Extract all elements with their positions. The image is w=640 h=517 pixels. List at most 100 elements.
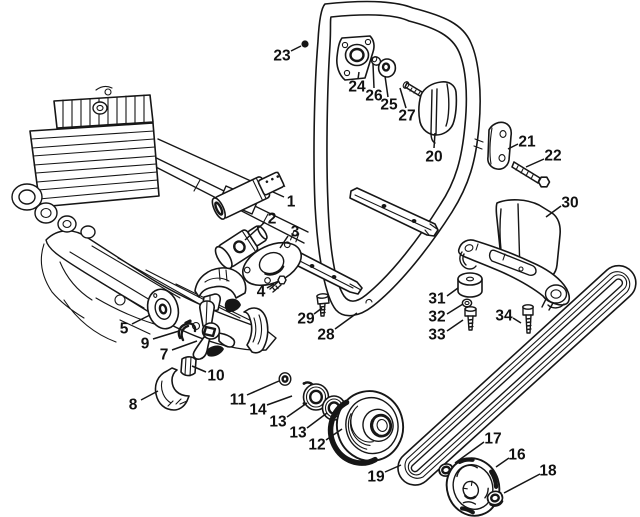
part-34-screw xyxy=(522,304,534,334)
part-label-32: 32 xyxy=(428,309,445,326)
part-label-31: 31 xyxy=(428,291,446,308)
part-label-23: 23 xyxy=(273,48,291,65)
leader-line-8 xyxy=(140,390,159,401)
clutch-shoe-right xyxy=(243,307,269,354)
leader-line-12 xyxy=(325,428,343,441)
part-31-buffer xyxy=(457,272,483,298)
part-label-30: 30 xyxy=(561,195,578,212)
part-label-25: 25 xyxy=(380,97,398,114)
part-label-19: 19 xyxy=(367,469,385,486)
part-16-pulley xyxy=(445,457,501,517)
handle-hole xyxy=(365,298,373,304)
leader-line-30 xyxy=(545,205,562,218)
part-25-nut xyxy=(377,58,397,78)
leader-line-28 xyxy=(334,312,358,330)
leader-line-2 xyxy=(244,221,266,241)
part-label-24: 24 xyxy=(348,79,366,96)
leader-line-4 xyxy=(266,283,275,289)
leader-line-17 xyxy=(454,441,485,464)
part-label-10: 10 xyxy=(207,368,224,385)
part-8-shoe xyxy=(154,367,190,411)
part-24-flange xyxy=(336,35,375,81)
part-label-14: 14 xyxy=(249,402,267,419)
part-label-18: 18 xyxy=(539,463,557,480)
leader-line-22 xyxy=(525,158,545,168)
part-33-screw xyxy=(464,306,477,331)
part-label-20: 20 xyxy=(425,149,442,166)
leader-line-16 xyxy=(495,457,510,468)
part-upper-strap xyxy=(349,187,439,237)
part-label-3: 3 xyxy=(291,224,300,241)
leader-line-34 xyxy=(512,317,522,324)
part-4-screw xyxy=(269,275,287,293)
part-7-spider xyxy=(192,300,236,360)
leader-line-9 xyxy=(152,330,180,340)
part-12-drum xyxy=(327,390,405,466)
leader-line-24 xyxy=(357,71,360,80)
leader-line-19 xyxy=(384,464,402,473)
leader-line-31 xyxy=(446,287,459,297)
part-label-27: 27 xyxy=(398,108,415,125)
leader-line-18 xyxy=(503,473,541,494)
leader-line-1 xyxy=(272,191,285,198)
leader-line-14 xyxy=(266,395,293,406)
part-label-26: 26 xyxy=(365,88,383,105)
part-label-28: 28 xyxy=(317,327,335,344)
leader-line-5 xyxy=(131,314,151,325)
clutch-shoe-upper xyxy=(194,267,247,299)
part-label-11: 11 xyxy=(230,392,247,409)
part-label-13: 13 xyxy=(269,414,287,431)
leader-line-27 xyxy=(399,87,407,109)
part-19-belt xyxy=(397,264,637,486)
part-label-2: 2 xyxy=(268,211,277,228)
leader-line-26 xyxy=(372,63,375,89)
part-label-7: 7 xyxy=(160,347,169,364)
part-11-washer xyxy=(278,372,292,386)
leader-line-11 xyxy=(246,380,280,396)
leader-line-7 xyxy=(171,340,198,351)
part-label-22: 22 xyxy=(544,148,561,165)
part-30-bracket-arm xyxy=(457,239,571,311)
leader-line-33 xyxy=(446,319,464,332)
part-label-9: 9 xyxy=(141,336,150,353)
part-3-bearing-flange xyxy=(242,230,302,287)
part-18-nut xyxy=(486,490,504,507)
part-label-12: 12 xyxy=(308,437,325,454)
part-label-5: 5 xyxy=(120,321,129,338)
part-23-plug xyxy=(301,40,309,48)
part-label-34: 34 xyxy=(495,308,513,325)
part-5-disc xyxy=(146,288,180,330)
leader-line-25 xyxy=(384,75,389,98)
leader-line-13 xyxy=(286,402,308,418)
clutch-damper-upper xyxy=(224,298,241,313)
leader-line-20 xyxy=(433,132,436,149)
part-label-21: 21 xyxy=(518,134,536,151)
part-label-33: 33 xyxy=(428,327,446,344)
leader-line-29 xyxy=(313,307,323,315)
part-1-cylinder xyxy=(211,171,286,220)
leader-line-23 xyxy=(290,45,302,52)
part-label-17: 17 xyxy=(484,431,501,448)
part-label-8: 8 xyxy=(129,397,138,414)
leader-line-21 xyxy=(507,143,519,150)
clutch-damper-lower xyxy=(206,345,224,357)
part-9-spring xyxy=(177,319,197,342)
leader-line-13 xyxy=(306,412,328,429)
part-label-1: 1 xyxy=(287,194,296,211)
part-29-screw xyxy=(316,293,330,317)
handle-tick-marks xyxy=(473,138,484,150)
part-22-bolt xyxy=(511,161,551,188)
part-20-cover xyxy=(418,81,458,144)
part-label-13: 13 xyxy=(289,425,307,442)
leader-line-3 xyxy=(279,235,289,249)
part-10-block xyxy=(180,356,197,377)
part-21-clamp xyxy=(487,121,513,170)
part-label-16: 16 xyxy=(508,447,526,464)
part-label-4: 4 xyxy=(257,284,266,301)
leader-line-10 xyxy=(191,365,207,373)
leader-line-32 xyxy=(446,303,464,315)
part-32-washer xyxy=(461,298,473,308)
